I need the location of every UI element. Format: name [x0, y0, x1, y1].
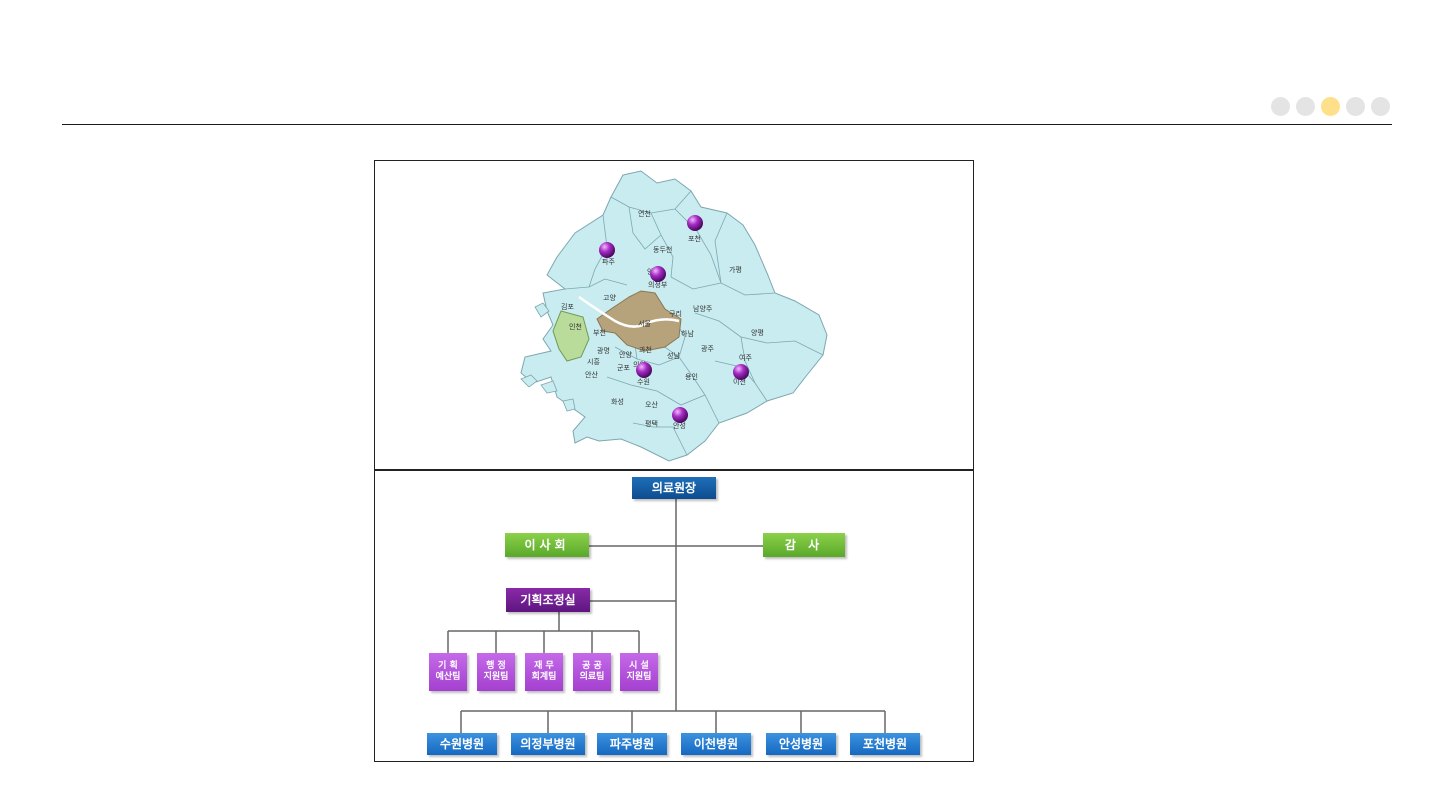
svg-text:김포: 김포: [561, 303, 574, 311]
header-divider: [62, 124, 1392, 125]
nav-dot-1[interactable]: [1271, 97, 1290, 116]
director-box[interactable]: 의료원장: [632, 477, 716, 499]
content-frame: 연천 포천 파주 동두천 양주 의정부 가평 고양 김포 남양주 구리 서울 인…: [374, 160, 974, 762]
hospital-uijeongbu[interactable]: 의정부병원: [511, 733, 585, 755]
nav-dot-5[interactable]: [1371, 97, 1390, 116]
marker-icheon[interactable]: [733, 364, 749, 380]
org-chart: 의료원장 이사회 감 사 기획조정실 기 획 예산팀 행 정 지원팀 재 무 회…: [375, 471, 972, 761]
svg-text:의정부: 의정부: [648, 280, 668, 289]
gyeonggi-map: 연천 포천 파주 동두천 양주 의정부 가평 고양 김포 남양주 구리 서울 인…: [520, 170, 828, 462]
svg-text:용인: 용인: [685, 372, 698, 381]
svg-text:서울: 서울: [638, 319, 651, 328]
svg-text:하남: 하남: [681, 329, 694, 338]
svg-text:안산: 안산: [585, 370, 598, 379]
svg-text:남양주: 남양주: [693, 304, 713, 313]
svg-text:여주: 여주: [739, 353, 752, 362]
svg-text:광주: 광주: [701, 345, 714, 353]
svg-text:양평: 양평: [751, 328, 764, 337]
marker-anseong[interactable]: [672, 407, 688, 423]
svg-text:성남: 성남: [667, 351, 680, 360]
seoul-region: [596, 290, 682, 352]
svg-text:수원: 수원: [637, 377, 650, 386]
svg-text:연천: 연천: [638, 209, 651, 218]
hospital-pocheon[interactable]: 포천병원: [850, 733, 920, 755]
svg-text:고양: 고양: [603, 294, 616, 302]
marker-uijeongbu[interactable]: [650, 266, 666, 282]
svg-text:포천: 포천: [688, 234, 701, 243]
district-borders: [564, 190, 824, 456]
west-islands: [520, 302, 576, 412]
svg-text:가평: 가평: [729, 265, 742, 274]
svg-text:이천: 이천: [733, 377, 746, 386]
hospital-suwon[interactable]: 수원병원: [427, 733, 497, 755]
nav-dot-4[interactable]: [1346, 97, 1365, 116]
svg-text:광명: 광명: [597, 346, 610, 355]
team-facility-support[interactable]: 시 설 지원팀: [620, 653, 658, 691]
map-labels: 연천 포천 파주 동두천 양주 의정부 가평 고양 김포 남양주 구리 서울 인…: [561, 209, 764, 430]
marker-pocheon[interactable]: [687, 215, 703, 231]
svg-text:동두천: 동두천: [653, 245, 672, 254]
nav-dot-2[interactable]: [1296, 97, 1315, 116]
svg-text:인천: 인천: [569, 322, 582, 331]
svg-text:과천: 과천: [639, 345, 652, 354]
marker-suwon[interactable]: [636, 362, 652, 378]
slide-nav-dots: [1271, 97, 1390, 116]
hospital-paju[interactable]: 파주병원: [597, 733, 667, 755]
hospital-anseong[interactable]: 안성병원: [766, 733, 836, 755]
nav-dot-3-active[interactable]: [1321, 97, 1340, 116]
svg-text:구리: 구리: [669, 309, 682, 318]
board-box[interactable]: 이사회: [505, 533, 589, 557]
hospital-markers: [599, 215, 749, 423]
planning-office-box[interactable]: 기획조정실: [506, 588, 590, 612]
han-river: [578, 295, 680, 328]
svg-text:평택: 평택: [645, 419, 658, 428]
team-public-medical[interactable]: 공 공 의료팀: [573, 653, 611, 691]
team-finance-accounting[interactable]: 재 무 회계팀: [525, 653, 563, 691]
incheon-region: [552, 310, 590, 362]
team-planning-budget[interactable]: 기 획 예산팀: [429, 653, 467, 691]
marker-paju[interactable]: [599, 242, 615, 258]
svg-text:화성: 화성: [611, 397, 624, 406]
org-connectors: [447, 499, 886, 733]
hospital-icheon[interactable]: 이천병원: [681, 733, 751, 755]
audit-box[interactable]: 감 사: [763, 533, 845, 557]
svg-text:안성: 안성: [673, 421, 686, 430]
panel-divider: [375, 469, 973, 471]
svg-text:군포: 군포: [617, 364, 630, 372]
svg-text:파주: 파주: [602, 257, 615, 266]
team-admin-support[interactable]: 행 정 지원팀: [477, 653, 515, 691]
svg-text:부천: 부천: [593, 328, 606, 337]
svg-text:오산: 오산: [645, 400, 658, 409]
svg-text:시흥: 시흥: [587, 357, 600, 366]
svg-text:안양: 안양: [619, 350, 632, 359]
